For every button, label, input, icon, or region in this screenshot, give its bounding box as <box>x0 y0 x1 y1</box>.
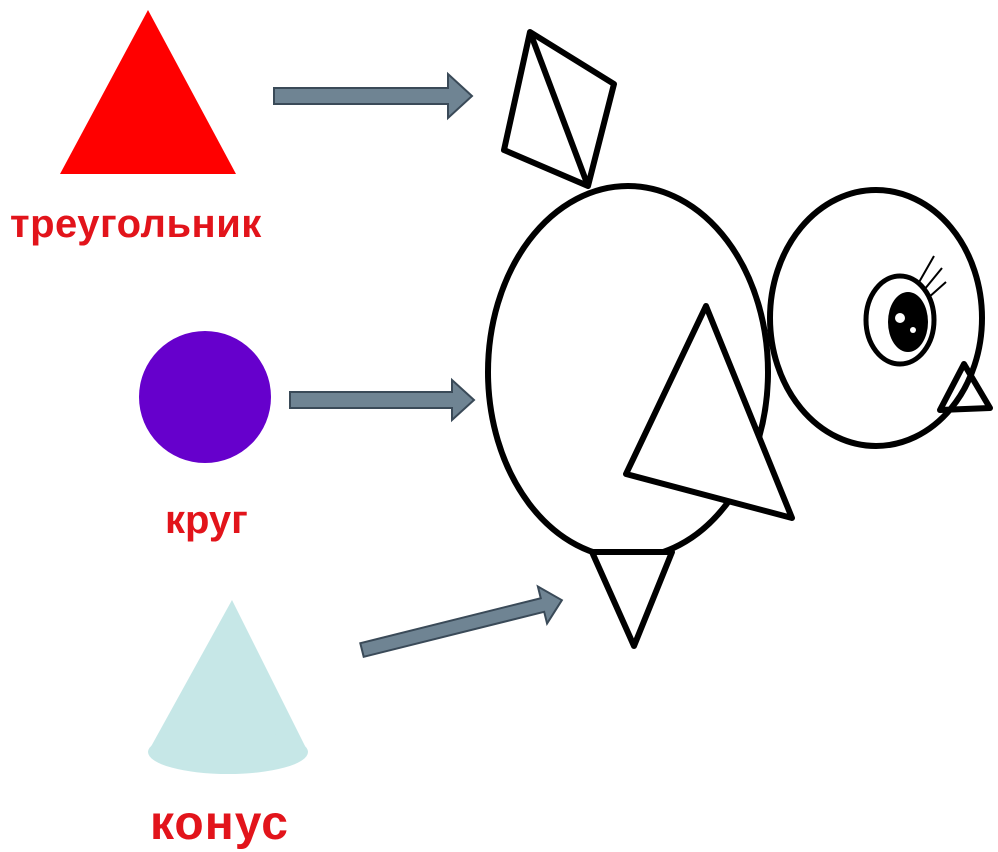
crest-triangles <box>501 29 617 189</box>
arrow-circle-to-body <box>289 377 476 423</box>
triangle-label: треугольник <box>10 202 262 246</box>
red-triangle-shape <box>60 10 236 174</box>
purple-circle-shape <box>139 331 271 463</box>
foot-triangle <box>589 549 675 649</box>
eye <box>863 255 947 367</box>
cone-shape <box>148 600 308 774</box>
circle-label: круг <box>165 498 248 542</box>
arrow-triangle-to-crest <box>273 71 474 121</box>
wing-triangle <box>623 303 795 521</box>
arrow-cone-to-foot <box>359 584 564 659</box>
bird-drawing <box>485 29 993 649</box>
cone-label: конус <box>150 797 289 850</box>
beak-triangle <box>937 361 993 413</box>
